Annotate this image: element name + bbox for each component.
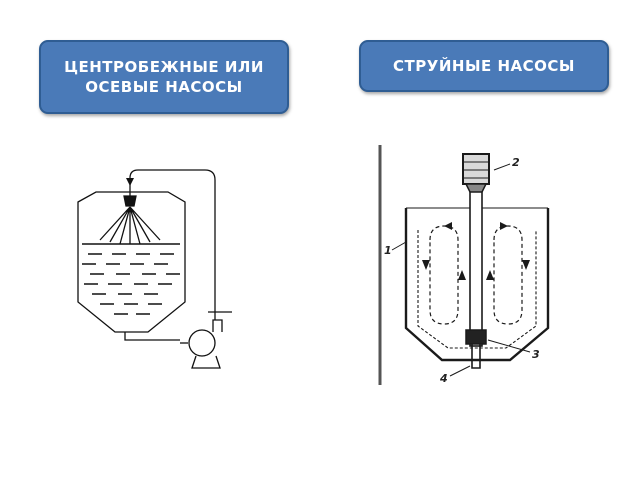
callout-outlet: 4 bbox=[439, 372, 448, 385]
jet-pump-tank-diagram: 2 1 3 4 bbox=[378, 145, 550, 385]
centrifugal-pumps-label: ЦЕНТРОБЕЖНЫЕ ИЛИ ОСЕВЫЕ НАСОСЫ bbox=[39, 40, 289, 114]
callout-impeller: 3 bbox=[532, 348, 540, 361]
centrifugal-pump-tank-diagram bbox=[77, 169, 232, 369]
callout-motor: 2 bbox=[512, 156, 520, 169]
callout-tank: 1 bbox=[384, 244, 392, 257]
jet-pumps-label: СТРУЙНЫЕ НАСОСЫ bbox=[359, 40, 609, 92]
